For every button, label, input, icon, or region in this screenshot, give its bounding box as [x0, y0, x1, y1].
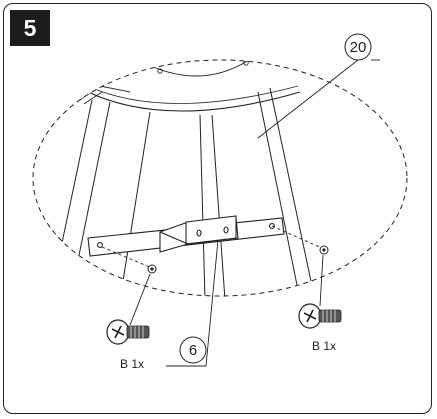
detail-zoom-ellipse	[32, 59, 408, 297]
screw-b-icon-left	[106, 319, 150, 345]
diagram-frame	[3, 3, 432, 414]
bracket-part-6	[87, 215, 285, 257]
left-screw-tip	[147, 264, 157, 274]
table-legs	[49, 87, 316, 296]
right-screw-path	[271, 225, 323, 249]
screw-b-icon-right	[298, 303, 342, 329]
right-screw-tip	[319, 245, 329, 255]
hardware-label-right: B 1x	[312, 339, 336, 353]
callout-bracket-6: 6	[179, 336, 207, 364]
left-screw-leader	[129, 273, 151, 326]
step-number-badge: 5	[10, 10, 50, 46]
callout-6-label: 6	[189, 342, 197, 359]
bracket-leader	[205, 239, 219, 367]
right-screw-leader	[319, 254, 324, 307]
hardware-label-left: B 1x	[120, 357, 144, 371]
step-number: 5	[23, 14, 37, 41]
apron-hole	[236, 54, 240, 58]
tabletop-rim	[87, 91, 301, 112]
callout-detail-20: 20	[257, 33, 380, 139]
table-underside	[49, 54, 316, 296]
apron-hole	[157, 68, 163, 74]
callout-20-label: 20	[350, 39, 367, 56]
